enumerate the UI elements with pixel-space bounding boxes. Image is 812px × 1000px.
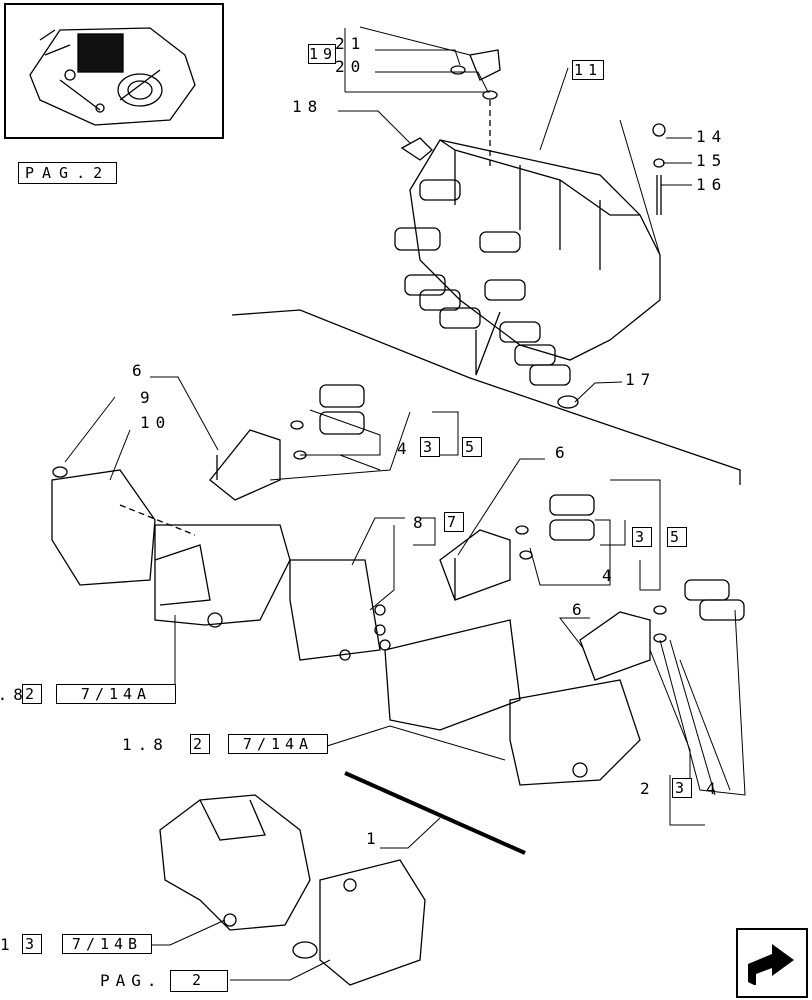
next-page-button[interactable] — [736, 928, 808, 998]
page-reference-top[interactable]: PAG.2 — [18, 162, 118, 184]
ref2-page-link[interactable]: 7/14A — [228, 734, 328, 754]
bottom-assembly — [159, 794, 426, 986]
callout-6-middle: 6 — [555, 443, 571, 462]
callout-3-middle: 3 — [632, 527, 652, 547]
ref1-number-box: 2 — [22, 684, 42, 704]
middle-valve-section — [289, 494, 595, 731]
leader-lines — [64, 26, 746, 981]
page-reference-bottom-label: PAG. — [100, 971, 163, 990]
callout-17: 17 — [625, 370, 657, 389]
callout-5-left: 5 — [462, 437, 482, 457]
main-valve-block — [394, 49, 666, 409]
callout-3-right: 3 — [672, 778, 692, 798]
ref3-number-box: 3 — [22, 934, 42, 954]
ref3-prefix: 1 — [0, 935, 16, 954]
thumbnail-frame — [4, 3, 224, 139]
callout-21: 21 — [335, 34, 367, 53]
ref3-page-link[interactable]: 7/14B — [62, 934, 152, 954]
callout-3-left: 3 — [420, 437, 440, 457]
callout-2: 2 — [640, 779, 656, 798]
callout-18: 18 — [292, 97, 324, 116]
callout-4-middle: 4 — [602, 566, 618, 585]
left-valve-section — [51, 384, 365, 628]
ref1-page-link[interactable]: 7/14A — [56, 684, 176, 704]
arrow-next-page-icon — [748, 944, 794, 987]
callout-14: 14 — [696, 127, 728, 146]
rod-part — [344, 771, 526, 855]
right-valve-section — [509, 579, 745, 786]
callout-20: 20 — [335, 57, 367, 76]
callout-1: 1 — [366, 829, 382, 848]
ref2-prefix: 1.8 — [122, 735, 169, 754]
callout-10: 10 — [140, 413, 172, 432]
callout-6-left: 6 — [132, 361, 148, 380]
callout-6-right: 6 — [572, 600, 588, 619]
ref1-prefix: 1.8 — [0, 685, 29, 704]
callout-7: 7 — [444, 512, 464, 532]
thumbnail-assembly — [29, 27, 196, 126]
callout-19: 19 — [308, 44, 338, 64]
ref2-number-box: 2 — [190, 734, 210, 754]
page-reference-bottom-box[interactable]: 2 — [170, 970, 228, 992]
callout-4-right: 4 — [706, 779, 722, 798]
group-outline — [231, 309, 741, 485]
callout-8: 8 — [413, 513, 429, 532]
callout-11: 11 — [572, 60, 604, 80]
callout-15: 15 — [696, 151, 728, 170]
callout-5-middle: 5 — [667, 527, 687, 547]
callout-9: 9 — [140, 388, 156, 407]
callout-4-left: 4 — [397, 439, 413, 458]
callout-16: 16 — [696, 175, 728, 194]
